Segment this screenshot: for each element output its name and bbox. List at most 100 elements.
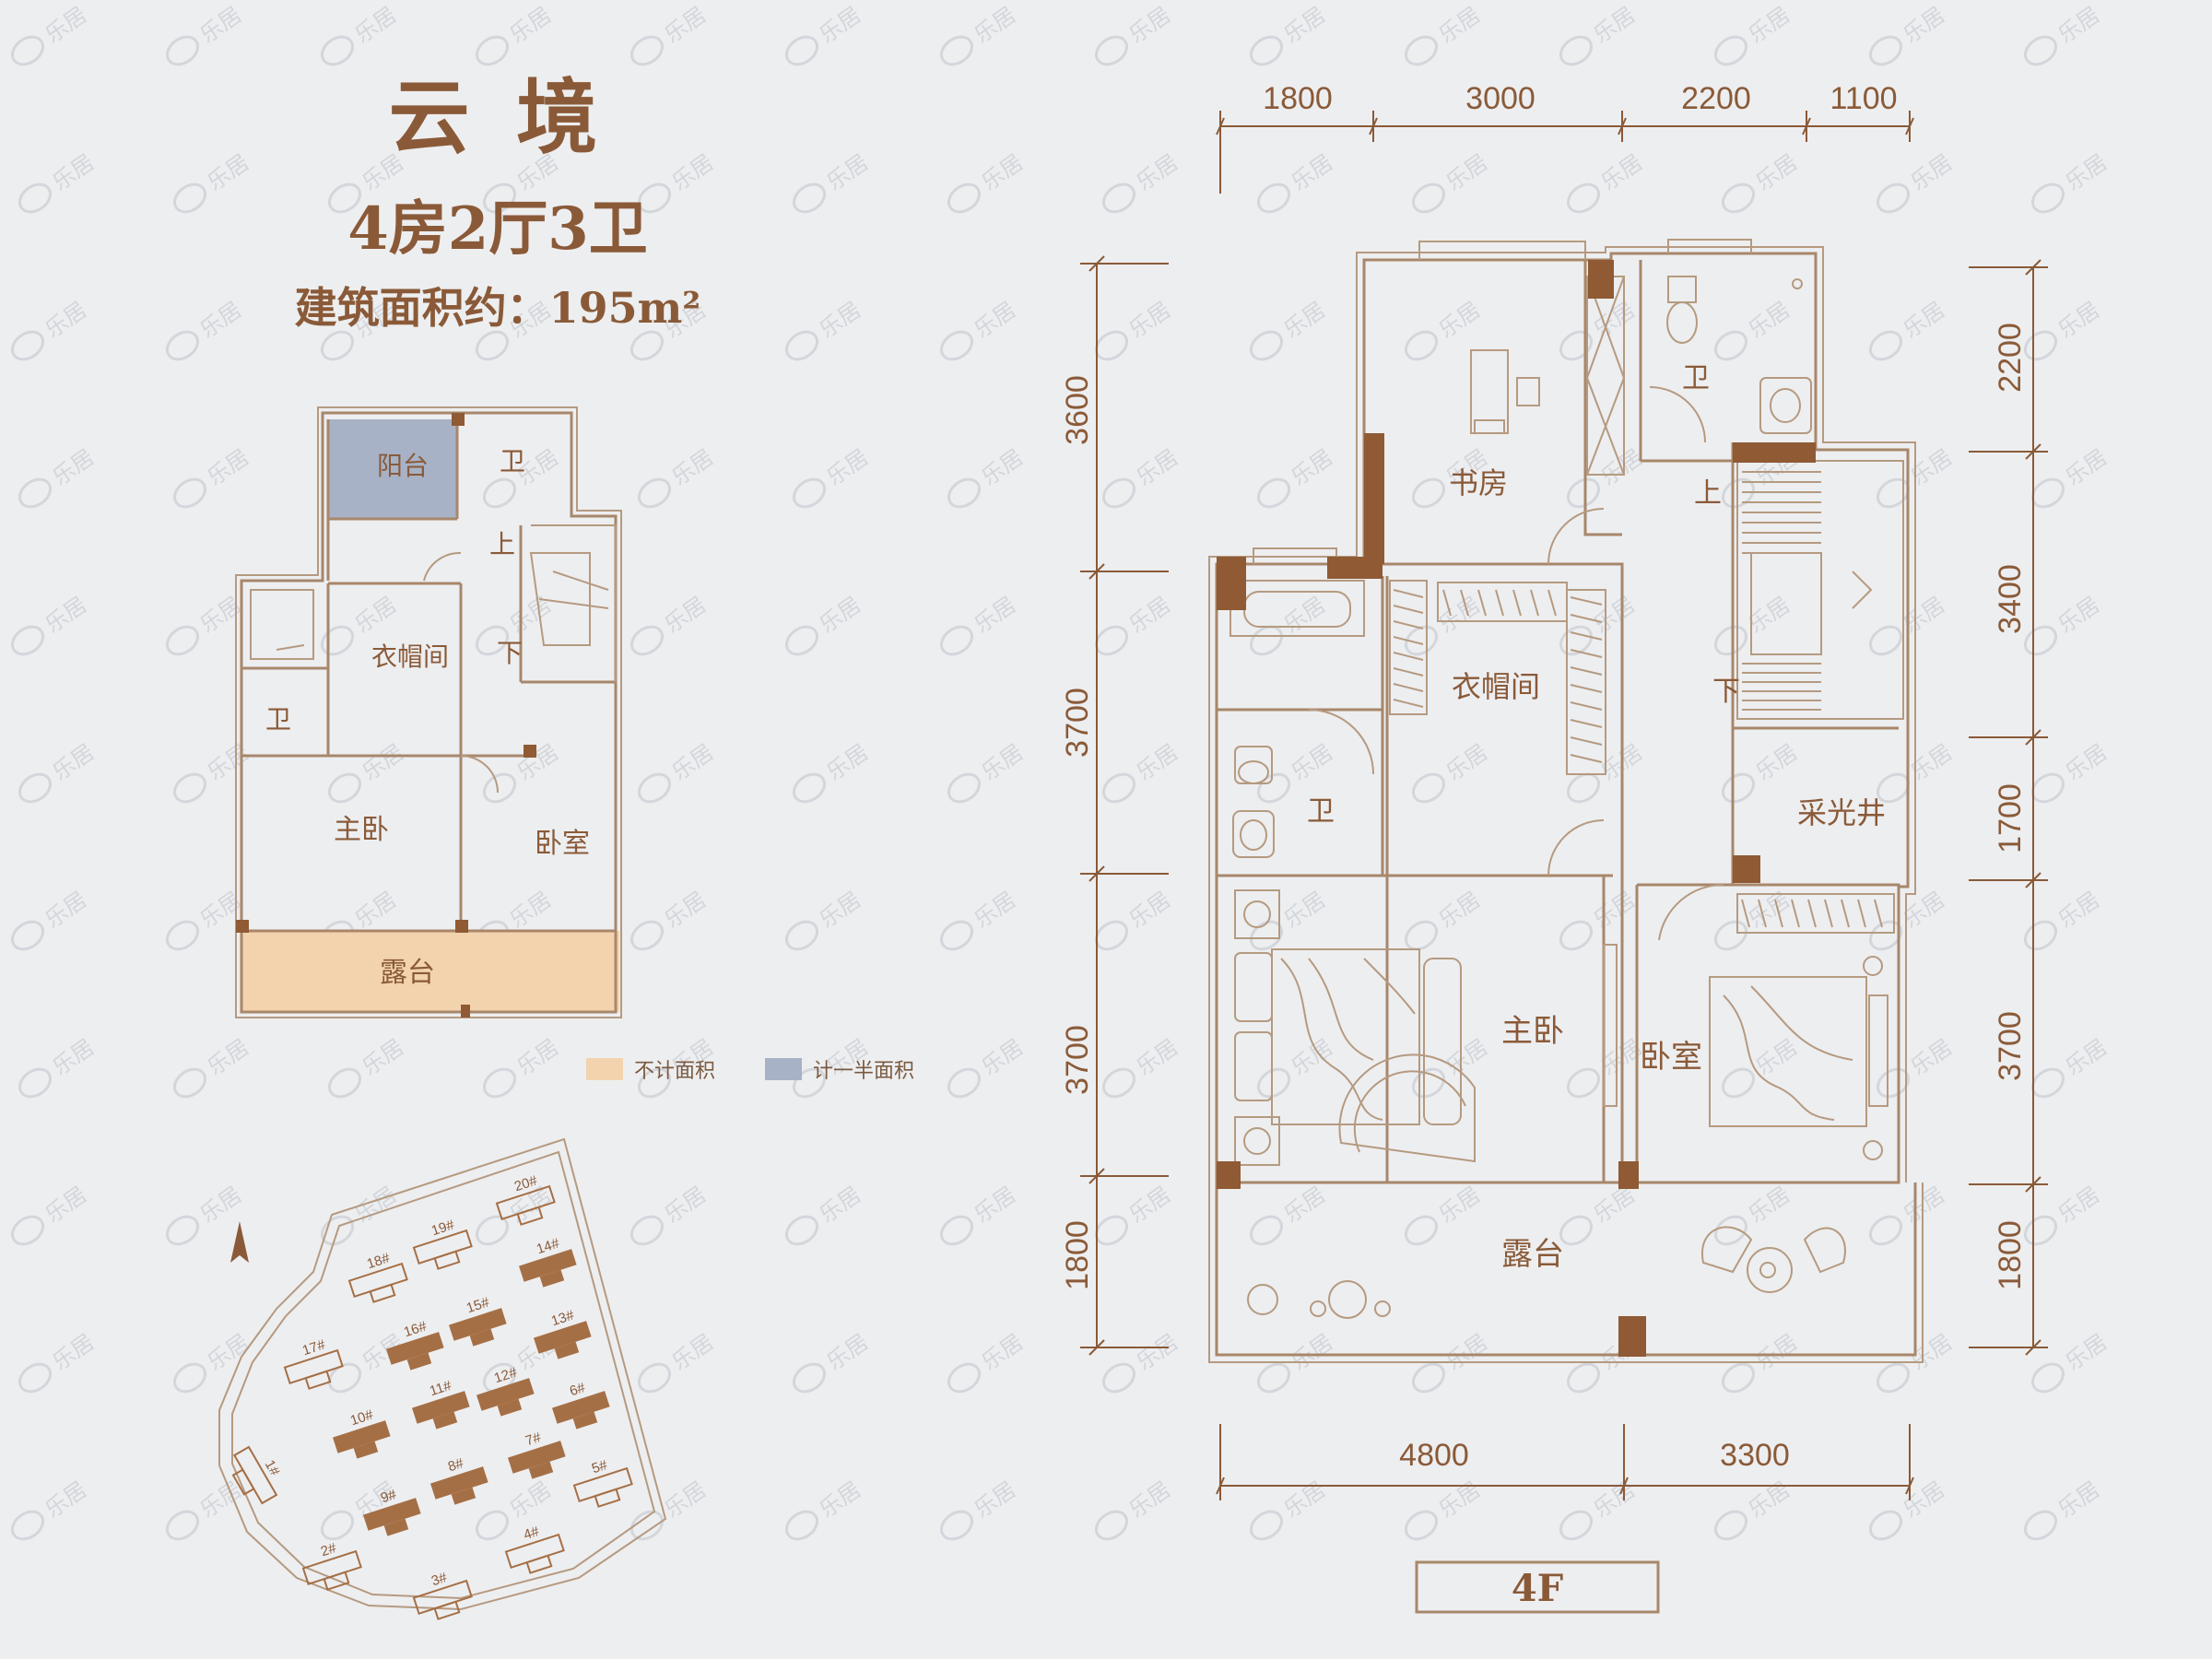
watermark-logo-icon: 乐居 bbox=[1404, 2, 1485, 66]
master-bed bbox=[1234, 889, 1476, 1166]
watermark-text: 乐居 bbox=[660, 1477, 711, 1523]
watermark-text: 乐居 bbox=[1279, 887, 1330, 933]
dim-left-2: 3700 bbox=[1060, 688, 1095, 758]
watermark-text: 乐居 bbox=[660, 592, 711, 638]
watermark-text: 乐居 bbox=[1899, 2, 1949, 48]
watermark-text: 乐居 bbox=[1279, 1477, 1330, 1523]
dim-right-4: 3700 bbox=[1993, 1011, 2028, 1081]
watermark-logo-icon: 乐居 bbox=[1566, 149, 1647, 214]
room-label-bathroom: 卫 bbox=[500, 446, 525, 477]
watermark-text: 乐居 bbox=[1287, 444, 1337, 490]
watermark-text: 乐居 bbox=[1434, 1182, 1485, 1228]
dim-top-1: 1800 bbox=[1263, 81, 1333, 116]
project-title: 云 境 bbox=[389, 69, 607, 165]
watermark-text: 乐居 bbox=[1287, 739, 1337, 785]
watermark-text: 乐居 bbox=[667, 1329, 718, 1375]
watermark-logo-icon: 乐居 bbox=[327, 739, 408, 804]
unit-layout: 4房2厅3卫 bbox=[347, 194, 648, 264]
watermark-logo-icon: 乐居 bbox=[1868, 297, 1949, 361]
watermark-logo-icon: 乐居 bbox=[1249, 1477, 1330, 1541]
watermark-logo-icon: 乐居 bbox=[939, 592, 1020, 656]
room-label-light-well: 采光井 bbox=[1797, 795, 1886, 830]
site-building-8: 8# bbox=[429, 1455, 488, 1505]
site-building-16: 16# bbox=[385, 1318, 444, 1371]
small-floor-plan: 阳台 卫 上 衣帽间 下 卫 主卧 卧室 露台 bbox=[235, 406, 622, 1018]
watermark-logo-icon: 乐居 bbox=[1559, 592, 1640, 656]
watermark-logo-icon: 乐居 bbox=[2030, 1034, 2112, 1099]
watermark-logo-icon: 乐居 bbox=[637, 444, 718, 509]
room-label-balcony: 阳台 bbox=[377, 451, 429, 481]
watermark-logo-icon: 乐居 bbox=[1101, 444, 1182, 509]
watermark-logo-icon: 乐居 bbox=[939, 297, 1020, 361]
watermark-text: 乐居 bbox=[1441, 1329, 1492, 1375]
watermark-text: 乐居 bbox=[1589, 592, 1640, 638]
site-building-label: 8# bbox=[446, 1455, 466, 1476]
watermark-text: 乐居 bbox=[203, 149, 253, 195]
site-building-label: 6# bbox=[568, 1380, 588, 1400]
dim-right-2: 3400 bbox=[1993, 564, 2028, 634]
watermark-logo-icon: 乐居 bbox=[939, 2, 1020, 66]
watermark-text: 乐居 bbox=[1744, 1477, 1794, 1523]
watermark-text: 乐居 bbox=[1279, 1182, 1330, 1228]
watermark-text: 乐居 bbox=[1124, 1182, 1175, 1228]
watermark-text: 乐居 bbox=[512, 739, 563, 785]
watermark-text: 乐居 bbox=[1589, 1477, 1640, 1523]
watermark-logo-icon: 乐居 bbox=[947, 149, 1028, 214]
watermark-logo-icon: 乐居 bbox=[784, 1477, 865, 1541]
watermark-text: 乐居 bbox=[203, 444, 253, 490]
stair-down-label: 下 bbox=[497, 638, 523, 668]
watermark-logo-icon: 乐居 bbox=[1559, 887, 1640, 951]
watermark-logo-icon: 乐居 bbox=[629, 592, 711, 656]
site-building-15: 15# bbox=[448, 1294, 507, 1347]
watermark-logo-icon: 乐居 bbox=[2030, 1329, 2112, 1394]
dim-left-1: 3600 bbox=[1060, 375, 1095, 445]
dim-top-4: 1100 bbox=[1830, 81, 1897, 116]
site-building-7: 7# bbox=[507, 1430, 566, 1479]
room-label-bathroom-lower: 卫 bbox=[1307, 795, 1335, 828]
watermark-text: 乐居 bbox=[1434, 592, 1485, 638]
watermark-logo-icon: 乐居 bbox=[1404, 1477, 1485, 1541]
watermark-text: 乐居 bbox=[1589, 887, 1640, 933]
watermark-text: 乐居 bbox=[660, 887, 711, 933]
room-label-terrace: 露台 bbox=[380, 957, 435, 989]
watermark-text: 乐居 bbox=[2053, 297, 2104, 343]
watermark-logo-icon: 乐居 bbox=[784, 887, 865, 951]
watermark-text: 乐居 bbox=[203, 1034, 253, 1080]
watermark-text: 乐居 bbox=[505, 592, 556, 638]
watermark-logo-icon: 乐居 bbox=[18, 1329, 99, 1394]
watermark-logo-icon: 乐居 bbox=[629, 887, 711, 951]
room-label-walkin-closet-main: 衣帽间 bbox=[1452, 669, 1540, 704]
watermark-logo-icon: 乐居 bbox=[172, 444, 253, 509]
watermark-text: 乐居 bbox=[970, 297, 1020, 343]
watermark-text: 乐居 bbox=[2053, 2, 2104, 48]
watermark-text: 乐居 bbox=[977, 739, 1028, 785]
stair-down-label-main: 下 bbox=[1712, 676, 1740, 708]
watermark-logo-icon: 乐居 bbox=[165, 297, 246, 361]
watermark-logo-icon: 乐居 bbox=[172, 1329, 253, 1394]
site-plan: 18#19#20#14#15#16#13#17#12#11#6#10#1#7#8… bbox=[218, 1137, 667, 1620]
watermark-text: 乐居 bbox=[505, 887, 556, 933]
watermark-text: 乐居 bbox=[977, 1329, 1028, 1375]
watermark-text: 乐居 bbox=[667, 739, 718, 785]
dim-top-2: 3000 bbox=[1465, 81, 1535, 116]
dim-bottom-1: 4800 bbox=[1399, 1438, 1469, 1473]
watermark-text: 乐居 bbox=[815, 2, 865, 48]
dim-bottom-2: 3300 bbox=[1720, 1438, 1790, 1473]
site-building-13: 13# bbox=[533, 1307, 592, 1359]
watermark-text: 乐居 bbox=[203, 739, 253, 785]
watermark-text: 乐居 bbox=[822, 444, 873, 490]
watermark-logo-icon: 乐居 bbox=[1721, 149, 1802, 214]
site-building-5: 5# bbox=[572, 1457, 633, 1508]
site-building-11: 11# bbox=[411, 1378, 470, 1430]
watermark-logo-icon: 乐居 bbox=[1868, 1182, 1949, 1246]
watermark-text: 乐居 bbox=[41, 592, 91, 638]
watermark-logo-icon: 乐居 bbox=[172, 149, 253, 214]
watermark-logo-icon: 乐居 bbox=[1566, 444, 1647, 509]
watermark-text: 乐居 bbox=[505, 2, 556, 48]
watermark-text: 乐居 bbox=[1132, 1034, 1182, 1080]
dim-right-3: 1700 bbox=[1993, 783, 2028, 853]
watermark-logo-icon: 乐居 bbox=[784, 297, 865, 361]
watermark-logo-icon: 乐居 bbox=[10, 1477, 91, 1541]
dim-right-5: 1800 bbox=[1993, 1220, 2028, 1290]
building-area: 建筑面积约：195m² bbox=[295, 283, 701, 333]
